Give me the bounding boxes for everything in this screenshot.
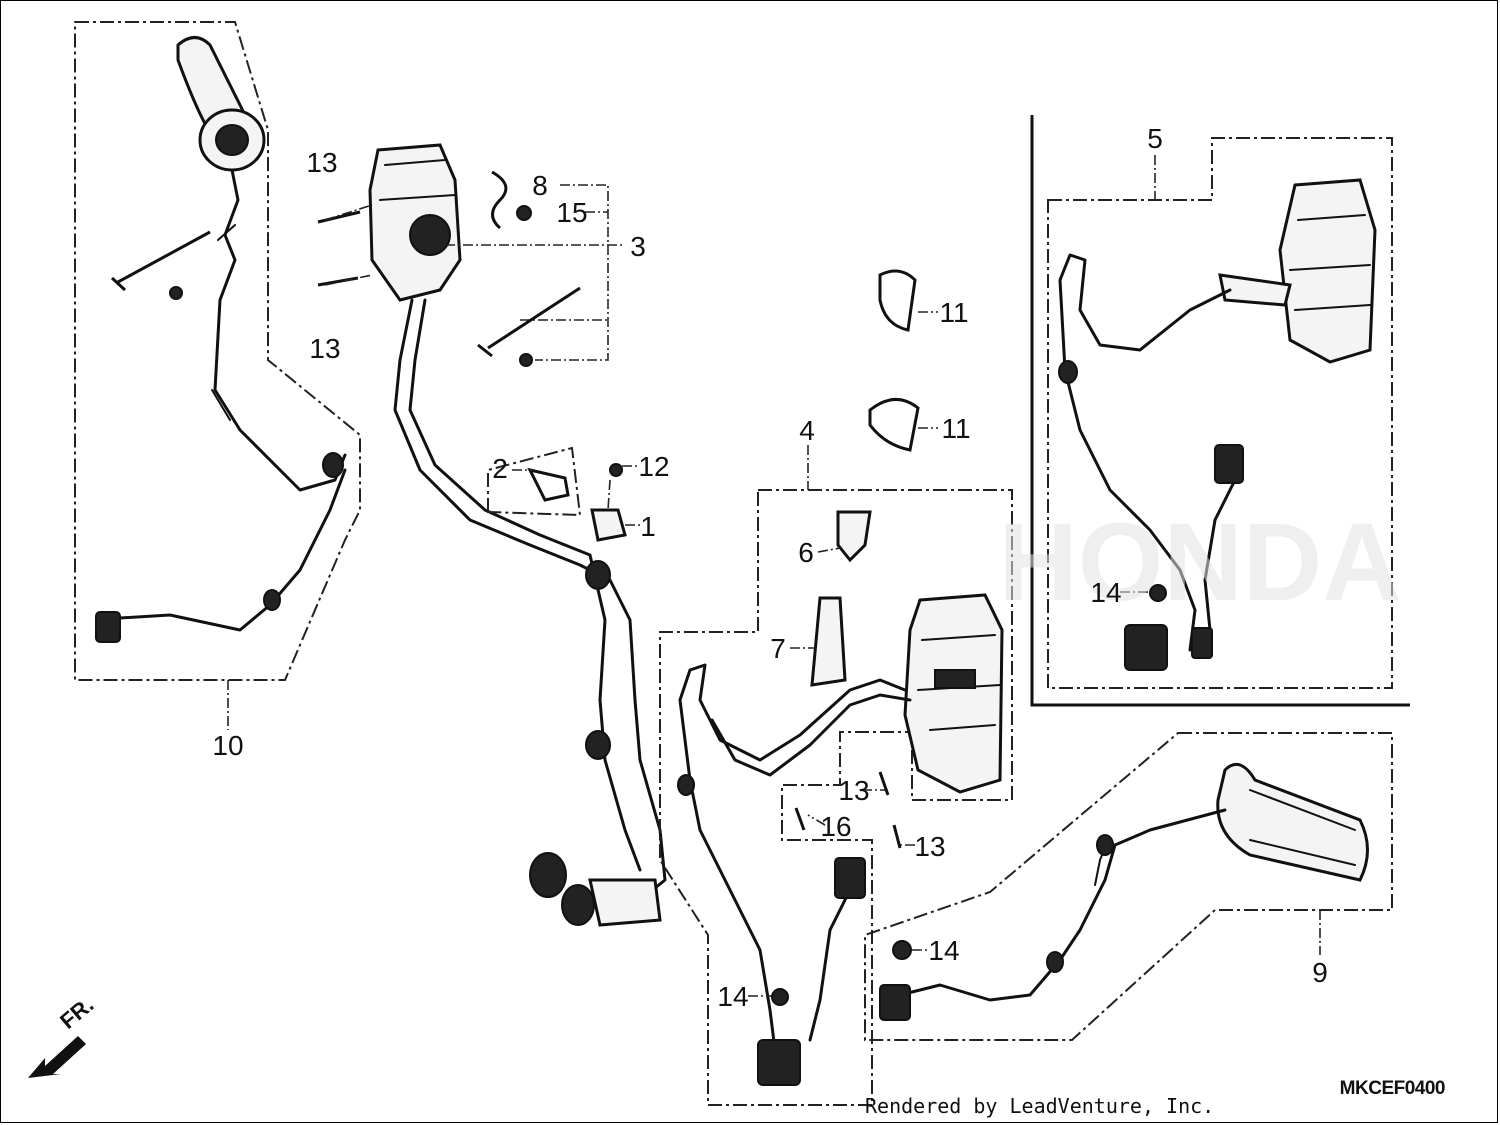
throttle-grip-assembly — [95, 36, 347, 643]
diagram-code: MKCEF0400 — [1340, 1078, 1445, 1099]
band-11-upper — [878, 269, 917, 332]
callout-1: 1 — [640, 511, 656, 542]
leader-6 — [817, 547, 841, 553]
callout-4: 4 — [799, 415, 815, 446]
callout-13-right: 13 — [914, 831, 945, 862]
callout-14-right: 14 — [928, 935, 959, 966]
nut-15 — [516, 205, 532, 221]
callout-3: 3 — [630, 231, 646, 262]
clip-14-right — [892, 940, 912, 960]
clip-8 — [491, 170, 508, 230]
callout-12: 12 — [638, 451, 669, 482]
screw-12 — [609, 463, 623, 477]
part-2-clamp — [527, 467, 570, 502]
callout-2: 2 — [492, 453, 508, 484]
group-4-outline — [659, 489, 1013, 1106]
arrow-front-icon: FR. — [28, 992, 98, 1078]
bracket-8-15 — [520, 184, 609, 361]
callout-11-upper: 11 — [939, 297, 968, 328]
group-9-outline — [864, 732, 1393, 1041]
callout-9: 9 — [1312, 957, 1328, 988]
cable-tie-3 — [477, 286, 581, 358]
right-switch-assembly — [677, 510, 1004, 1086]
credit-text: Rendered by LeadVenture, Inc. — [865, 1094, 1214, 1118]
callout-7: 7 — [770, 633, 786, 664]
callout-14-lower: 14 — [717, 981, 748, 1012]
leader-1 — [607, 479, 640, 526]
cover-6 — [836, 510, 872, 563]
callout-14-upper: 14 — [1090, 577, 1121, 608]
leaders-13-left — [324, 204, 373, 286]
callout-10: 10 — [212, 730, 243, 761]
leaders-13-16 — [807, 789, 915, 846]
callout-6: 6 — [798, 537, 814, 568]
callout-15: 15 — [556, 197, 587, 228]
callout-8: 8 — [532, 170, 548, 201]
group-5-frame — [1030, 115, 1410, 707]
clip-14-lower — [771, 988, 789, 1006]
screws-13-left — [317, 210, 361, 287]
brand-watermark: HONDA — [998, 501, 1401, 624]
group-10-outline — [74, 21, 361, 681]
clip-14-upper — [1149, 584, 1167, 602]
callout-13-mid: 13 — [838, 775, 869, 806]
group-5-outline — [1047, 137, 1393, 689]
dimmer-switch-assembly — [1058, 178, 1377, 671]
callout-13-top: 13 — [306, 147, 337, 178]
right-grip-assembly — [879, 762, 1369, 1021]
callout-5: 5 — [1147, 123, 1163, 154]
clamp-1 — [590, 508, 627, 542]
band-11-lower — [868, 398, 920, 452]
direction-label: FR. — [55, 992, 98, 1034]
callout-16: 16 — [820, 811, 851, 842]
callout-11-lower: 11 — [941, 413, 970, 444]
screws-13-16 — [794, 771, 902, 849]
callout-13-left: 13 — [309, 333, 340, 364]
left-switch-assembly — [368, 143, 667, 927]
group-2-outline — [487, 446, 582, 517]
cover-7 — [810, 596, 847, 687]
